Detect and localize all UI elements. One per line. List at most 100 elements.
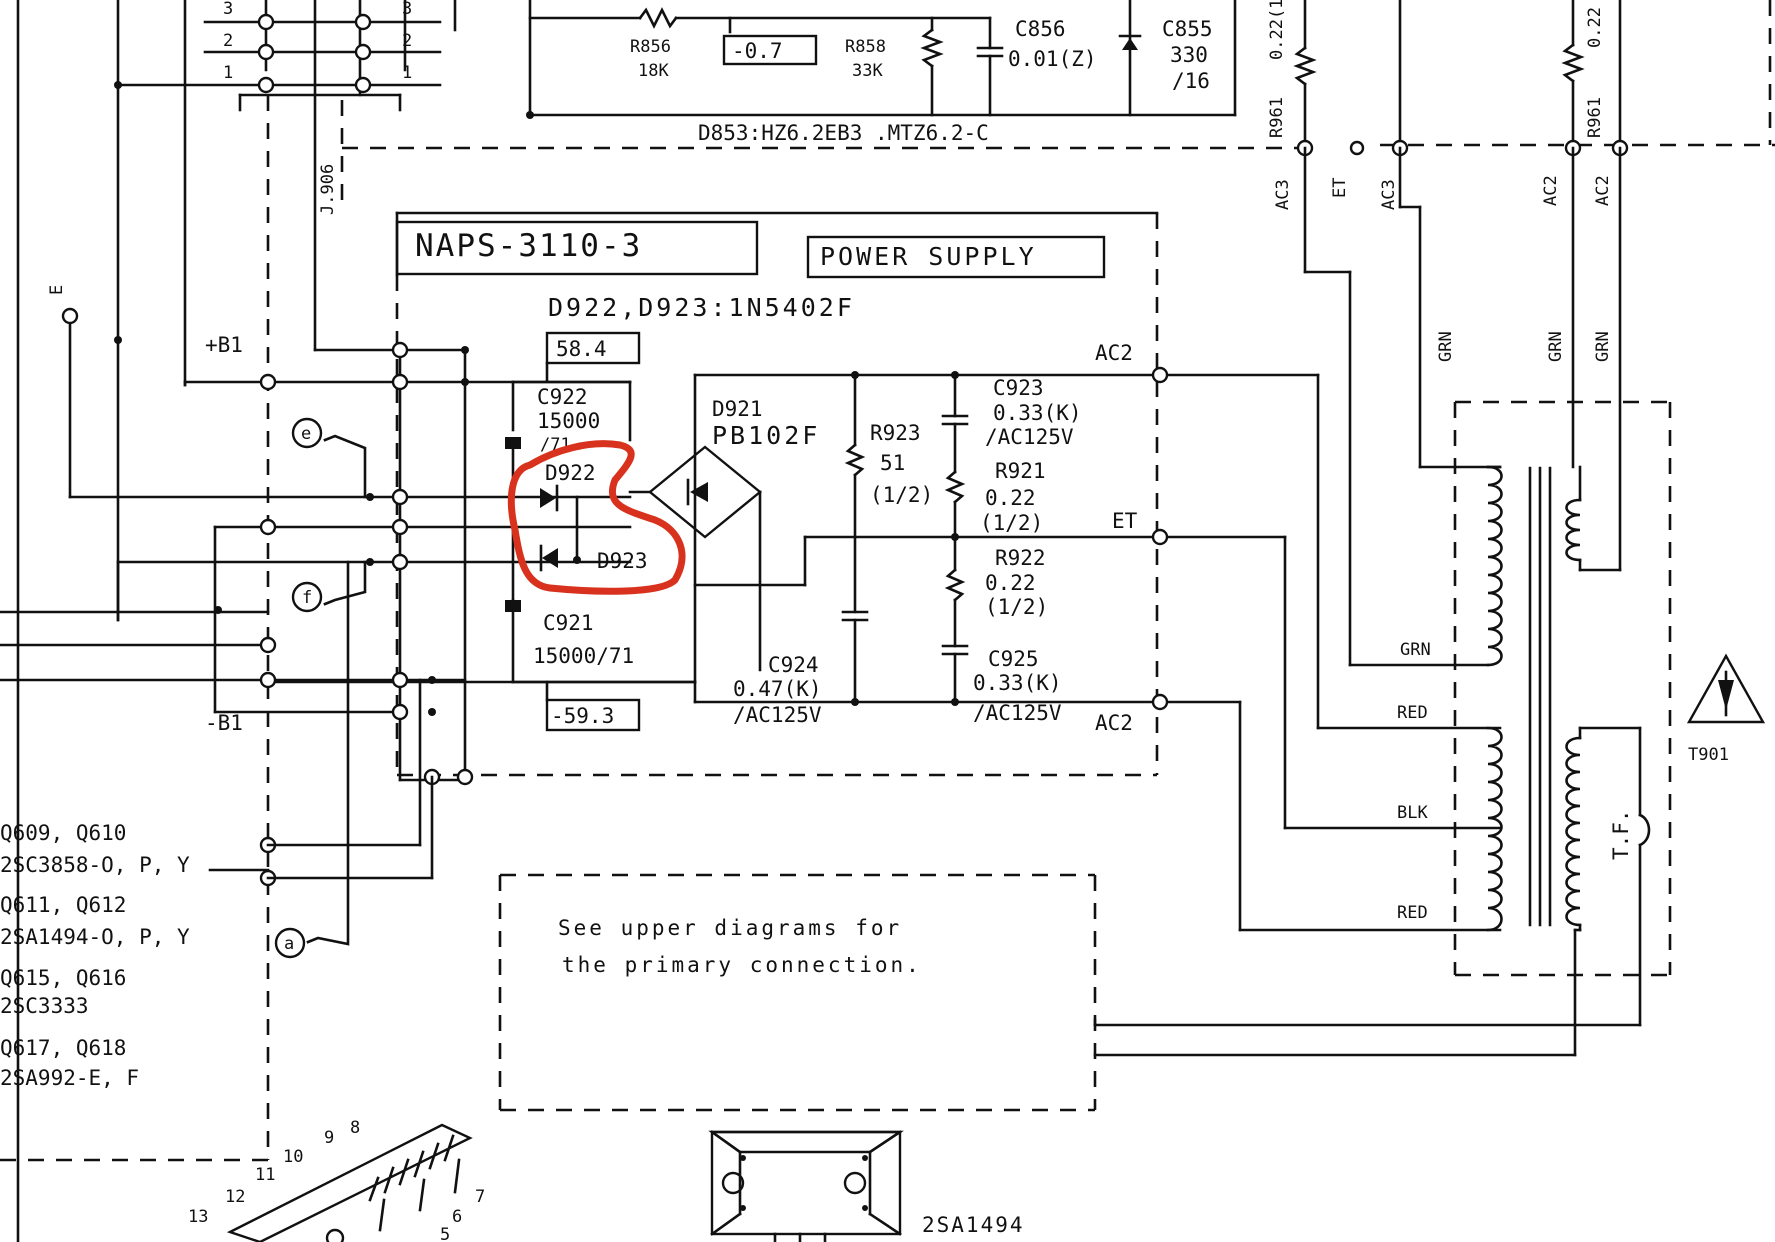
d923-label: D923 bbox=[597, 549, 648, 573]
ic-package: 8 9 10 11 12 13 7 6 5 bbox=[188, 1118, 485, 1242]
voltage-pos: 58.4 bbox=[556, 337, 607, 361]
c923-label: C923 bbox=[993, 376, 1044, 400]
ac2-top-label: AC2 bbox=[1095, 341, 1133, 365]
r922-value2: (1/2) bbox=[985, 595, 1048, 619]
c856-value: 0.01(Z) bbox=[1008, 47, 1097, 71]
circle-f-label: f bbox=[302, 588, 312, 608]
r922-value: 0.22 bbox=[985, 571, 1036, 595]
tf-label: T.F. bbox=[1609, 809, 1633, 860]
b1-pos-label: +B1 bbox=[205, 333, 243, 357]
pin-3-right: 3 bbox=[402, 0, 412, 19]
transformer bbox=[1093, 400, 1766, 1057]
t901-label: T901 bbox=[1688, 745, 1729, 765]
ic-pin-11: 11 bbox=[255, 1165, 275, 1185]
et-label: ET bbox=[1112, 509, 1138, 533]
circle-a-label: a bbox=[284, 934, 294, 954]
c855-value2: /16 bbox=[1172, 69, 1210, 93]
c856-label: C856 bbox=[1015, 17, 1066, 41]
circle-e bbox=[291, 417, 323, 449]
r923-label: R923 bbox=[870, 421, 921, 445]
highlight-d922-d923 bbox=[507, 440, 686, 595]
tap-ac2-a: AC2 bbox=[1541, 175, 1561, 206]
r858-value: 33K bbox=[852, 61, 883, 81]
c925-label: C925 bbox=[988, 647, 1039, 671]
r923-value: 51 bbox=[880, 451, 905, 475]
tap-ac3-a: AC3 bbox=[1273, 179, 1293, 210]
note-line-1: See upper diagrams for bbox=[558, 916, 902, 940]
tap-ac2-b: AC2 bbox=[1593, 175, 1613, 206]
part-q615: Q615, Q616 bbox=[0, 966, 126, 990]
transformer-labels: GRN GRN GRN GRN RED BLK RED T.F. T901 bbox=[1397, 331, 1729, 923]
voltage-neg07: -0.7 bbox=[732, 39, 783, 63]
circle-e-label: e bbox=[301, 424, 311, 444]
ic-pin-9: 9 bbox=[324, 1128, 334, 1148]
pin-2-left: 2 bbox=[223, 31, 233, 51]
ic-pin-5: 5 bbox=[440, 1225, 450, 1242]
c921-label: C921 bbox=[543, 611, 594, 635]
tap-labels: AC3 ET AC3 AC2 AC2 bbox=[1273, 175, 1613, 210]
supply-labels: 58.4 -59.3 C922 15000 /71 D922 D923 C921… bbox=[533, 331, 1138, 735]
tap-ac3-b: AC3 bbox=[1379, 179, 1399, 210]
c922-label: C922 bbox=[537, 385, 588, 409]
d921-value: PB102F bbox=[712, 421, 820, 450]
r856-label: R856 bbox=[630, 37, 671, 57]
block-title: NAPS-3110-3 bbox=[415, 228, 642, 264]
r858-label: R858 bbox=[845, 37, 886, 57]
ic-pin-6: 6 bbox=[452, 1207, 462, 1227]
grn-label-1: GRN bbox=[1436, 331, 1456, 362]
b1-neg-label: -B1 bbox=[205, 711, 243, 735]
t901-warning-icon bbox=[1686, 653, 1766, 724]
r922-label: R922 bbox=[995, 546, 1046, 570]
circle-f bbox=[291, 581, 323, 613]
pin-2-right: 2 bbox=[402, 31, 412, 51]
left-area: E +B1 -B1 e f a Q609, Q610 2SC3858-O, P,… bbox=[0, 285, 434, 1162]
supply-nodes bbox=[61, 307, 1169, 887]
part-2sc3333: 2SC3333 bbox=[0, 994, 89, 1018]
r921-value2: (1/2) bbox=[980, 511, 1043, 535]
c924-label: C924 bbox=[768, 653, 819, 677]
r921-value: 0.22 bbox=[985, 486, 1036, 510]
ic-pin-10: 10 bbox=[283, 1147, 303, 1167]
part-q617: Q617, Q618 bbox=[0, 1036, 126, 1060]
note-line-2: the primary connection. bbox=[562, 953, 922, 977]
wire-grn: GRN bbox=[1400, 640, 1431, 660]
part-2sa1494: 2SA1494-O, P, Y bbox=[0, 925, 190, 949]
top-labels: 3 2 1 3 2 1 R856 18K -0.7 R858 33K C856 … bbox=[223, 0, 1605, 215]
r961-right-value: 0.22 bbox=[1585, 7, 1605, 48]
part-q611: Q611, Q612 bbox=[0, 893, 126, 917]
voltage-box-neg bbox=[545, 698, 641, 732]
c923-value2: /AC125V bbox=[985, 425, 1074, 449]
e-terminal-label: E bbox=[47, 285, 67, 295]
c925-value: 0.33(K) bbox=[973, 671, 1062, 695]
grn-label-3: GRN bbox=[1593, 331, 1613, 362]
diode-note: D922,D923:1N5402F bbox=[548, 293, 855, 322]
part-q609: Q609, Q610 bbox=[0, 821, 126, 845]
c925-value2: /AC125V bbox=[973, 701, 1062, 725]
part-2sc3858: 2SC3858-O, P, Y bbox=[0, 853, 190, 877]
ic-pin-7: 7 bbox=[475, 1187, 485, 1207]
power-supply-block: NAPS-3110-3 POWER SUPPLY D922,D923:1N540… bbox=[395, 211, 1159, 777]
pin-1-right: 1 bbox=[402, 63, 412, 83]
note-box: See upper diagrams for the primary conne… bbox=[498, 873, 1097, 1112]
block-name-box bbox=[806, 235, 1106, 279]
ic-pin-13: 13 bbox=[188, 1207, 208, 1227]
c855-value: 330 bbox=[1170, 43, 1208, 67]
c855-label: C855 bbox=[1162, 17, 1213, 41]
voltage-box-pos bbox=[545, 331, 641, 365]
tap-wiring bbox=[1303, 146, 1622, 667]
c924-value: 0.47(K) bbox=[733, 677, 822, 701]
pin-1-left: 1 bbox=[223, 63, 233, 83]
ac2-bottom-label: AC2 bbox=[1095, 711, 1133, 735]
voltage-neg: -59.3 bbox=[551, 704, 614, 728]
pkg-label: 2SA1494 bbox=[922, 1213, 1025, 1237]
block-name: POWER SUPPLY bbox=[820, 242, 1037, 271]
part-2sa992: 2SA992-E, F bbox=[0, 1066, 139, 1090]
grn-label-2: GRN bbox=[1546, 331, 1566, 362]
voltage-box-top bbox=[722, 34, 818, 66]
d853-label: D853:HZ6.2EB3 .MTZ6.2-C bbox=[698, 121, 989, 145]
pin-3-left: 3 bbox=[223, 0, 233, 19]
r921-label: R921 bbox=[995, 459, 1046, 483]
d921-label: D921 bbox=[712, 397, 763, 421]
wire-blk: BLK bbox=[1397, 803, 1428, 823]
